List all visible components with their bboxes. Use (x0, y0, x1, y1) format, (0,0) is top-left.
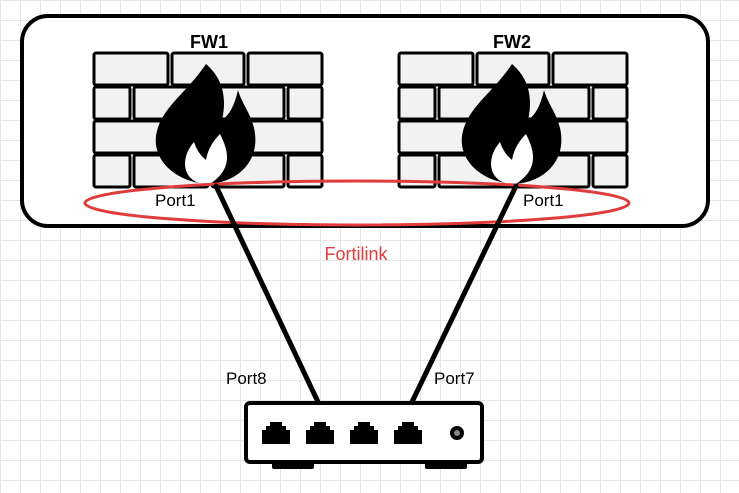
status-led-center (454, 430, 460, 436)
firewall-fw2: FW2 Port1 (397, 32, 629, 210)
firewall-fw1: FW1 Port1 (92, 32, 324, 210)
cable-fw2-switch (409, 183, 519, 405)
firewall-name-label: FW1 (190, 32, 228, 52)
switch-port-label: Port7 (434, 369, 475, 388)
cable-fw1-switch (213, 183, 321, 405)
switch-foot (425, 460, 467, 469)
switch-port-label: Port8 (226, 369, 267, 388)
fortilink-label: Fortilink (324, 244, 388, 264)
fortilink-ellipse (83, 179, 631, 227)
firewall-port-label: Port1 (523, 191, 564, 210)
firewall-port-label: Port1 (155, 191, 196, 210)
switch-foot (272, 460, 314, 469)
firewall-name-label: FW2 (493, 32, 531, 52)
network-switch-icon (244, 401, 484, 469)
